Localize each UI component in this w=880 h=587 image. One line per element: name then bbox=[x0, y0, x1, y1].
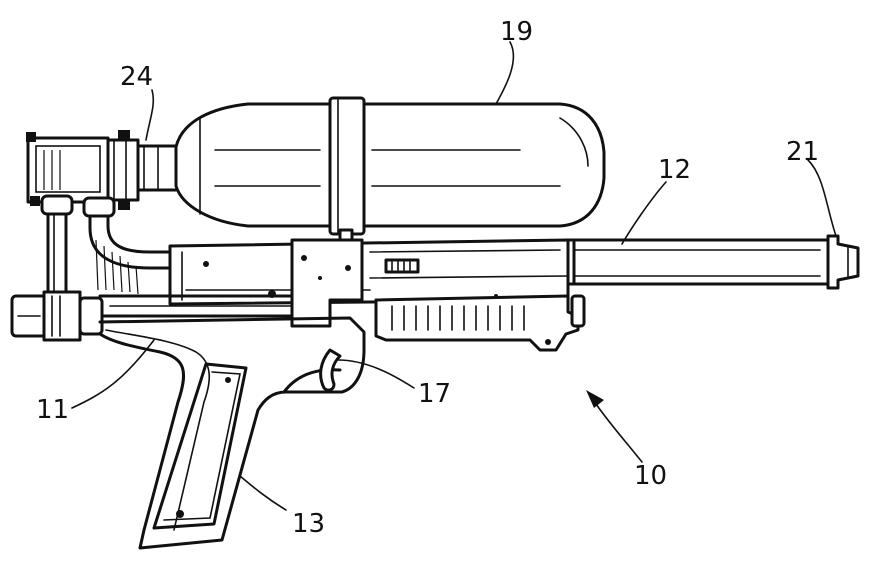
ref-label-trigger: 17 bbox=[418, 379, 451, 409]
feed-tubes bbox=[40, 194, 172, 302]
leader-lines bbox=[71, 41, 837, 511]
ref-label-fitting: 24 bbox=[120, 62, 153, 92]
reference-numerals: 19 24 21 12 11 17 13 10 bbox=[36, 17, 819, 539]
ref-label-handle: 13 bbox=[292, 509, 325, 539]
water-tank bbox=[136, 102, 606, 228]
ref-label-body: 11 bbox=[36, 395, 69, 425]
pump-grip bbox=[374, 294, 586, 352]
ref-label-nozzle: 21 bbox=[786, 137, 819, 167]
handle bbox=[152, 362, 248, 530]
ref-label-device: 10 bbox=[634, 461, 667, 491]
tank-fitting-block bbox=[26, 130, 140, 210]
pump-housing bbox=[168, 238, 570, 306]
nozzle bbox=[826, 234, 860, 290]
barrel bbox=[566, 238, 830, 286]
ref-label-barrel: 12 bbox=[658, 155, 691, 185]
tank-strap bbox=[328, 96, 366, 246]
lower-rail bbox=[98, 294, 294, 318]
trigger-frame-block bbox=[290, 238, 364, 328]
ref-label-tank: 19 bbox=[500, 17, 533, 47]
trigger bbox=[319, 348, 342, 392]
rear-cylinder bbox=[10, 290, 104, 342]
